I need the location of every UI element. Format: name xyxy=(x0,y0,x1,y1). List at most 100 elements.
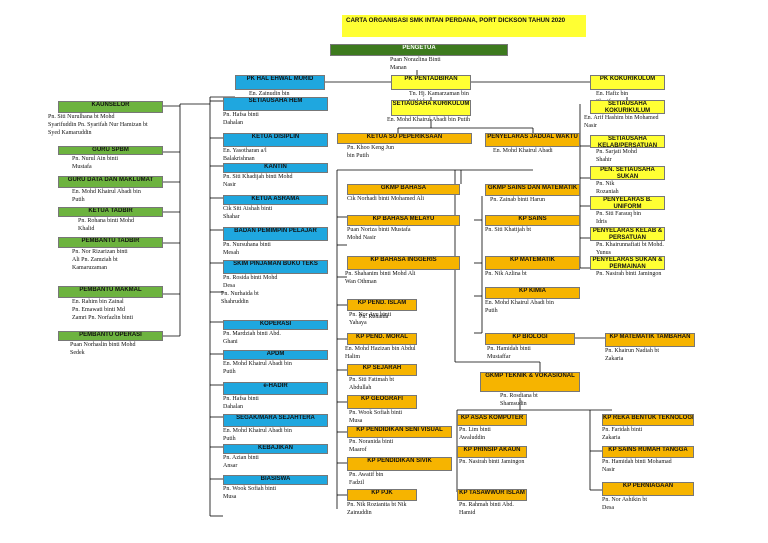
person-name: Pn. Siti Farauq bin xyxy=(596,211,642,217)
org-node-title: SETIAUSAHA KOKURIKULUM xyxy=(590,100,665,114)
org-node-title: SETIAUSAHA KELAB/PERSATUAN xyxy=(590,135,665,148)
person-name: En. Mohd Khairul Abadi bin xyxy=(223,428,292,434)
org-node-title: PENYELARAS B. UNIFORM xyxy=(590,196,665,210)
person-name: Mustaffar xyxy=(487,354,511,360)
person-name: Pn. Lim binti xyxy=(459,427,491,433)
org-node-names: Pn. Nurhaida bt Shahruddin xyxy=(221,290,259,306)
org-node-names: En. Mohd Khairul Abadi bin Putih xyxy=(387,116,471,124)
org-node-title: SEGAK/MARA SEJAHTERA xyxy=(223,414,328,427)
org-node-title: KP BIOLOGI xyxy=(485,333,575,345)
org-node-title: KP REKA BENTUK TEKNOLOGI xyxy=(602,414,694,426)
person-name: Yunus xyxy=(596,250,612,256)
org-node-names: Pn. Rohaida xyxy=(347,313,388,321)
person-name: Pn. Azian binti xyxy=(223,455,259,461)
org-node-title: BIASISWA xyxy=(223,475,328,485)
org-node-names: Pn. Zainab binti Harun xyxy=(485,196,580,204)
org-node-title: GURU DATA DAN MAKLUMAT xyxy=(58,176,163,188)
org-node-title: KP PEND. MORAL xyxy=(347,333,417,345)
person-name: Fadzil xyxy=(349,480,364,486)
org-node-names: Pn. Siti Fatimah bt Abdullah xyxy=(347,376,417,392)
person-name: Pn. Rohana binti Mohd xyxy=(78,218,135,224)
person-name: Desa xyxy=(602,505,614,511)
person-name: Puan Norhaslin binti Mohd xyxy=(70,342,136,348)
person-name: Pn. Hafsa binti xyxy=(223,112,259,118)
person-name: Pn. Khoo Keng Jun xyxy=(347,145,395,151)
person-name: Shahruddin xyxy=(221,299,249,305)
person-name: Pn. Nurul Ain binti xyxy=(72,156,119,162)
person-name: En. Zainudin bin xyxy=(249,91,290,97)
org-node-title: KP BAHASA INGGERIS xyxy=(347,256,460,270)
person-name: Sedek xyxy=(70,350,85,356)
person-name: En. Mohd Khairul Abadi xyxy=(493,148,553,154)
person-name: Manan xyxy=(390,65,407,71)
person-name: Shahir xyxy=(596,157,612,163)
org-node-title: KETUA SU PEPERIKSAAN xyxy=(337,133,472,144)
org-node-title: KP GEOGRAFI xyxy=(347,395,417,409)
person-name: Putih xyxy=(223,436,236,442)
person-name: Pn. Nor Ayu binti xyxy=(349,312,392,318)
org-node-title: e-HADIR xyxy=(223,382,328,395)
org-node-title: KEBAJIKAN xyxy=(223,444,328,454)
org-node-title: PENGETUA xyxy=(330,44,508,56)
person-name: Cik Norhadi binti Mohamed Ali xyxy=(347,196,424,202)
person-name: Nasir xyxy=(602,467,615,473)
org-node-title: PEMBANTU TADBIR xyxy=(58,237,163,248)
person-name: Pn. Hamidah binti Mohamad xyxy=(602,459,672,465)
org-node-names: Pn. Nasirah binti Jamingon xyxy=(590,270,665,278)
person-name: Maarof xyxy=(349,447,367,453)
person-name: Kamaruzaman xyxy=(72,265,107,271)
org-node-title: PENYELARAS JADUAL WAKTU xyxy=(485,133,580,147)
person-name: Shamsudin xyxy=(500,401,527,407)
person-name: En. Yasotharan a/l xyxy=(223,148,267,154)
org-node-title: GURU SPBM xyxy=(58,146,163,155)
person-name: Pn. Siti Fatimah bt xyxy=(349,377,395,383)
person-name: Pn. Nurhaida bt xyxy=(221,291,259,297)
org-node-title: GKMP SAINS DAN MATEMATIK xyxy=(485,184,580,196)
person-name: Abdullah xyxy=(349,385,372,391)
person-name: Pn. Khairunnafiati bt Mohd. xyxy=(596,242,664,248)
org-node-title: SETIAUSAHA HEM xyxy=(223,97,328,111)
org-node-title: KETUA DISIPLIN xyxy=(223,133,328,147)
person-name: Dahalan xyxy=(223,404,243,410)
person-name: Mustafa xyxy=(72,164,92,170)
person-name: Ansar xyxy=(223,463,238,469)
person-name: Pn. Nik Azlina bt xyxy=(485,271,527,277)
org-node-title: PEMBANTU OPERASI xyxy=(58,331,163,341)
person-name: Pn. Siti Nurulhana bt Mohd xyxy=(48,114,115,120)
org-node-title: GKMP BAHASA xyxy=(347,184,460,195)
org-node: Pn. Rohaida xyxy=(347,313,388,321)
person-name: Pn. Hafsa binti xyxy=(223,396,259,402)
